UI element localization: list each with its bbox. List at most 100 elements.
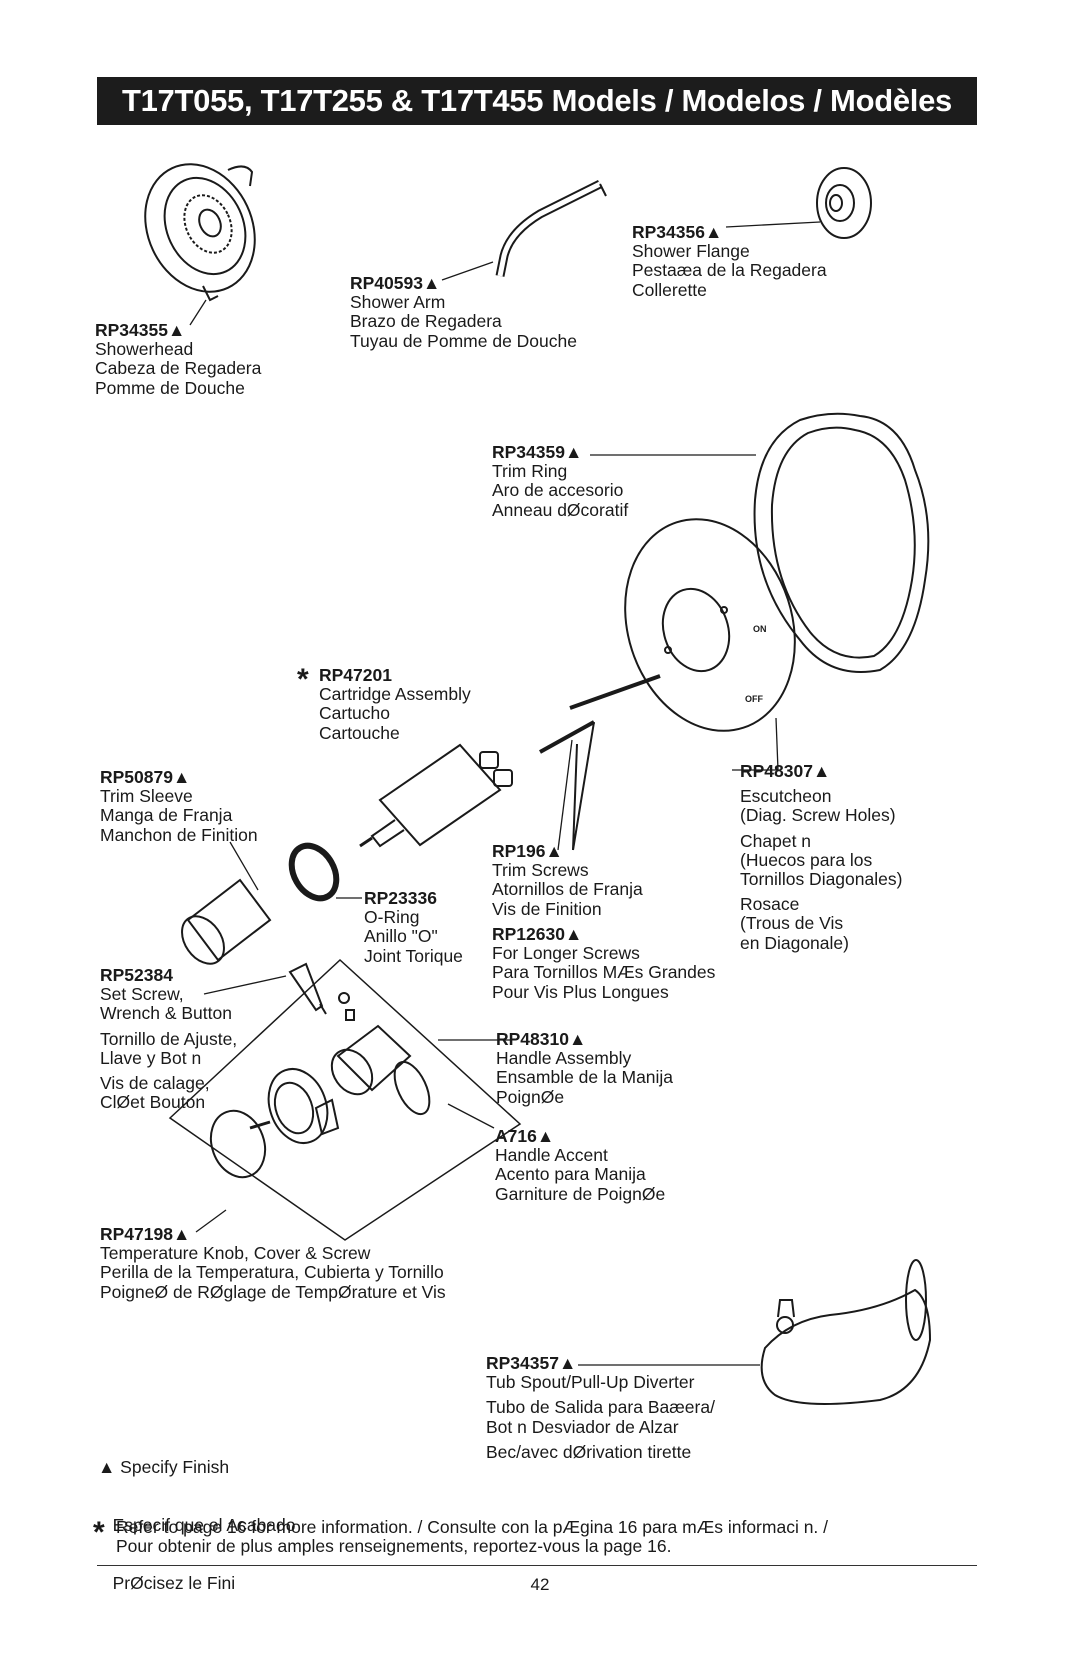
label-handle-accent: A716▲ Handle Accent Acento para Manija G… [495,1126,665,1204]
part-desc-es: Acento para Manija [495,1164,646,1185]
temperature-knob-drawing [209,1068,340,1179]
part-desc-fr: PoigneØ de RØglage de TempØrature et Vis [100,1281,446,1302]
tub-spout-drawing [760,1259,932,1405]
part-desc-es: Aro de accesorio [492,480,624,501]
part-desc-es: Tornillo de Ajuste, [100,1028,238,1049]
part-desc-es: Anillo "O" [364,926,438,947]
part-number: RP34359▲ [492,442,583,462]
label-temperature-knob: RP47198▲ Temperature Knob, Cover & Screw… [100,1224,446,1302]
part-desc-fr: Pour Vis Plus Longues [492,981,669,1002]
part-number: RP48310▲ [496,1029,587,1049]
finish-note-fr: PrØcisez le Fini [98,1572,236,1593]
shower-arm-drawing [495,179,607,277]
part-desc-es: Pestaæa de la Regadera [632,260,827,281]
part-desc-es: Ensamble de la Manija [496,1067,674,1088]
shower-flange-drawing [816,167,872,239]
part-desc-es-2: (Huecos para los [740,849,873,870]
part-desc-en: Tub Spout/Pull-Up Diverter [486,1372,695,1393]
label-o-ring: RP23336 O-Ring Anillo "O" Joint Torique [364,888,463,966]
part-desc-es: Para Tornillos MÆs Grandes [492,962,716,983]
o-ring-drawing [288,842,340,902]
part-desc-en: Cartridge Assembly [319,684,471,705]
escutcheon-drawing [624,518,796,732]
part-desc-es-3: Tornillos Diagonales) [740,869,903,890]
part-number: RP50879▲ [100,767,191,787]
label-shower-arm: RP40593▲ Shower Arm Brazo de Regadera Tu… [350,273,577,351]
part-desc-es: Tubo de Salida para Baæera/ [486,1397,715,1418]
part-desc-en: O-Ring [364,907,420,928]
footnote-line-1: Refer to page 16 for more information. /… [116,1517,829,1537]
part-desc-es-2: Llave y Bot n [100,1047,202,1068]
part-desc-en: Shower Arm [350,292,446,313]
label-trim-screws: RP196▲ Trim Screws Atornillos de Franja … [492,841,643,919]
part-desc-en: Set Screw, [100,984,184,1005]
label-trim-ring: RP34359▲ Trim Ring Aro de accesorio Anne… [492,442,629,520]
part-desc-fr: Manchon de Finition [100,824,258,845]
part-desc-es: Chapet n [740,830,812,851]
cartridge-asterisk: * [297,663,309,696]
part-number: RP40593▲ [350,273,441,293]
part-desc-fr-2: (Trous de Vis [740,913,844,934]
label-handle-assembly: RP48310▲ Handle Assembly Ensamble de la … [496,1029,674,1107]
part-desc-fr: Joint Torique [364,945,463,966]
part-desc-fr: Anneau dØcoratif [492,499,629,520]
label-tub-spout: RP34357▲ Tub Spout/Pull-Up Diverter Tubo… [486,1353,715,1462]
label-set-screw: RP52384 Set Screw, Wrench & Button Torni… [100,965,238,1113]
part-desc-fr: Vis de Finition [492,898,602,919]
finish-note-es: Especif que el Acabado [98,1515,296,1536]
part-desc-es: Cartucho [319,703,391,724]
part-number: RP52384 [100,965,173,985]
trim-ring-drawing [753,412,930,673]
part-number: RP34357▲ [486,1353,577,1373]
part-number: RP34356▲ [632,222,723,242]
part-desc-en: Shower Flange [632,241,750,262]
part-desc-es-2: Bot n Desviador de Alzar [486,1416,679,1437]
wrench-drawing [288,962,355,1021]
part-desc-fr: Collerette [632,279,707,300]
part-desc-fr: Vis de calage, [100,1073,210,1094]
part-number: RP47198▲ [100,1224,191,1244]
part-desc-fr: Cartouche [319,722,400,743]
part-number: RP48307▲ [740,761,831,781]
part-desc-es: Perilla de la Temperatura, Cubierta y To… [100,1262,444,1283]
finish-note: ▲ Specify Finish Especif que el Acabado … [98,1420,296,1612]
part-desc-fr: Tuyau de Pomme de Douche [350,330,577,351]
part-desc-en: Trim Ring [492,461,568,482]
part-desc-fr-3: en Diagonale) [740,932,849,953]
part-desc-en: Handle Assembly [496,1048,632,1069]
part-desc-en: Showerhead [95,339,194,360]
part-number: RP47201 [319,665,392,685]
part-desc-es: Cabeza de Regadera [95,358,262,379]
part-number: RP196▲ [492,841,563,861]
handle-group-outline [168,958,522,1241]
part-desc-fr-2: ClØet Bouton [100,1092,206,1113]
label-cartridge: RP47201 Cartridge Assembly Cartucho Cart… [319,665,471,743]
showerhead-drawing [144,163,256,302]
dial-on-mark: ON [753,624,767,634]
part-desc-en-2: Wrench & Button [100,1003,232,1024]
label-longer-screws: RP12630▲ For Longer Screws Para Tornillo… [492,924,716,1002]
label-shower-flange: RP34356▲ Shower Flange Pestaæa de la Reg… [632,222,827,300]
part-desc-en: For Longer Screws [492,943,640,964]
label-showerhead: RP34355▲ Showerhead Cabeza de Regadera P… [95,320,262,398]
trim-screws-drawing [539,674,661,851]
footnote-asterisk: * [93,1516,105,1549]
part-desc-es: Atornillos de Franja [492,879,643,900]
leader-lines [189,221,821,1366]
part-number: A716▲ [495,1126,555,1146]
trim-sleeve-drawing [181,878,272,965]
part-desc-en: Temperature Knob, Cover & Screw [100,1243,371,1264]
footer-divider [97,1565,977,1566]
label-escutcheon: RP48307▲ Escutcheon (Diag. Screw Holes) … [740,761,903,953]
part-desc-fr: Bec/avec dØrivation tirette [486,1441,692,1462]
part-desc-en: Handle Accent [495,1145,608,1166]
footnote-line-2: Pour obtenir de plus amples renseignemen… [116,1536,672,1557]
dial-off-mark: OFF [745,694,763,704]
part-desc-en-2: (Diag. Screw Holes) [740,805,896,826]
part-desc-fr: Rosace [740,894,800,915]
part-desc-en: Escutcheon [740,786,832,807]
part-number: RP34355▲ [95,320,186,340]
label-trim-sleeve: RP50879▲ Trim Sleeve Manga de Franja Man… [100,767,258,845]
part-desc-es: Manga de Franja [100,805,233,826]
